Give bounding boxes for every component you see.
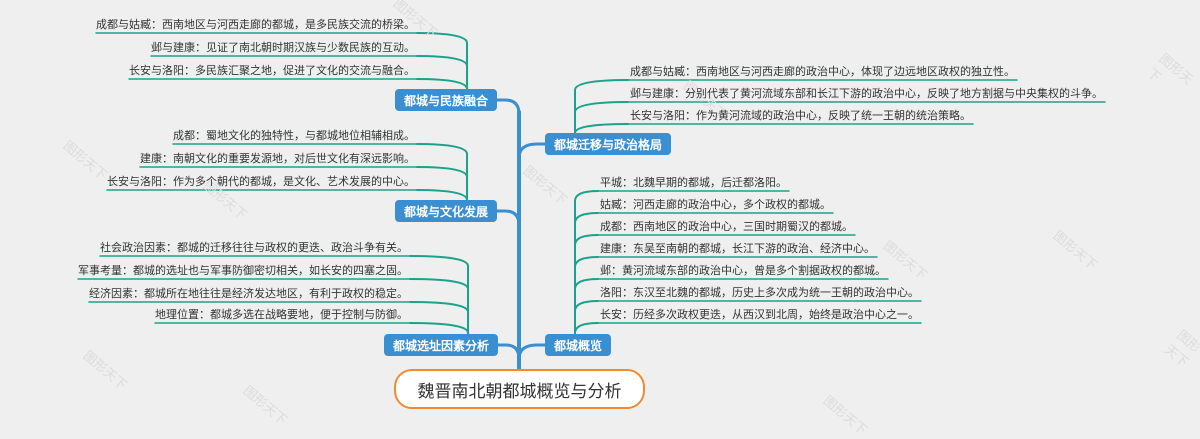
branch-overview[interactable]: 都城概览	[545, 334, 612, 356]
stem-leaf-overview-7	[574, 322, 599, 335]
leaf-culture-2[interactable]: 建康：南朝文化的重要发源地，对后世文化有深远影响。	[140, 152, 415, 165]
root-topic[interactable]: 魏晋南北朝都城概览与分析	[394, 369, 645, 409]
stem-leaf-factor-1	[409, 255, 470, 335]
stem-leaf-factor-2	[409, 278, 470, 335]
stem-leaf-ethnic-1	[416, 32, 469, 90]
leaf-ethnic-1[interactable]: 成都与姑臧：西南地区与河西走廊的都城，是多民族交流的桥梁。	[96, 18, 415, 31]
connector-branch-migration-politics	[517, 142, 547, 160]
stem-leaf-ethnic-3	[416, 78, 469, 90]
leaf-factor-2[interactable]: 军事考量：都城的选址也与军事防御密切相关，如长安的四塞之固。	[78, 264, 408, 277]
stem-leaf-culture-3	[416, 189, 469, 201]
leaf-culture-1[interactable]: 成都：蜀地文化的独特性，与都城地位相辅相成。	[173, 129, 415, 142]
branch-site-factors[interactable]: 都城选址因素分析	[384, 334, 499, 356]
connector-branch-site-factors	[496, 343, 521, 361]
leaf-overview-3[interactable]: 成都：西南地区的政治中心，三国时期蜀汉的都城。	[600, 220, 853, 233]
leaf-overview-2[interactable]: 姑臧：河西走廊的政治中心，多个政权的都城。	[600, 198, 831, 211]
leaf-factor-4[interactable]: 地理位置：都城多选在战略要地，便于控制与防御。	[155, 308, 408, 321]
connector-branch-ethnic-integration	[495, 98, 521, 116]
branch-ethnic-integration[interactable]: 都城与民族融合	[395, 89, 498, 111]
leaf-overview-4[interactable]: 建康：东吴至南朝的都城，长江下游的政治、经济中心。	[600, 242, 875, 255]
leaf-politics-1[interactable]: 成都与姑臧：西南地区与河西走廊的政治中心，体现了边远地区政权的独立性。	[630, 65, 1015, 78]
leaf-ethnic-2[interactable]: 邺与建康：见证了南北朝时期汉族与少数民族的互动。	[151, 41, 415, 54]
stem-leaf-culture-1	[416, 143, 469, 201]
stem-leaf-factor-3	[409, 301, 470, 335]
stem-leaf-politics-2	[574, 101, 629, 134]
leaf-overview-6[interactable]: 洛阳：东汉至北魏的都城，历史上多次成为统一王朝的政治中心。	[600, 286, 919, 299]
leaf-ethnic-3[interactable]: 长安与洛阳：多民族汇聚之地，促进了文化的交流与融合。	[129, 64, 415, 77]
stem-leaf-overview-1	[574, 190, 599, 335]
leaf-factor-1[interactable]: 社会政治因素：都城的迁移往往与政权的更迭、政治斗争有关。	[100, 241, 408, 254]
branch-culture[interactable]: 都城与文化发展	[395, 200, 498, 222]
leaf-culture-3[interactable]: 长安与洛阳：作为多个朝代的都城，是文化、艺术发展的中心。	[107, 175, 415, 188]
stem-leaf-overview-4	[574, 256, 599, 335]
stem-leaf-culture-2	[416, 166, 469, 201]
stem-leaf-overview-3	[574, 234, 599, 335]
branch-migration-politics[interactable]: 都城迁移与政治格局	[545, 133, 672, 155]
stem-leaf-ethnic-2	[416, 55, 469, 90]
stem-leaf-overview-6	[574, 300, 599, 335]
leaf-overview-7[interactable]: 长安：历经多次政权更迭，从西汉到北周，始终是政治中心之一。	[600, 308, 919, 321]
stem-leaf-politics-3	[574, 123, 629, 134]
stem-leaf-overview-2	[574, 212, 599, 335]
leaf-overview-5[interactable]: 邺：黄河流域东部的政治中心，曾是多个割据政权的都城。	[600, 264, 886, 277]
stem-leaf-politics-1	[574, 79, 629, 134]
leaf-overview-1[interactable]: 平城：北魏早期的都城，后迁都洛阳。	[600, 176, 787, 189]
connector-branch-overview	[517, 343, 547, 361]
connector-branch-culture	[495, 209, 521, 227]
stem-leaf-factor-4	[409, 322, 470, 335]
stem-leaf-overview-5	[574, 278, 599, 335]
leaf-politics-2[interactable]: 邺与建康：分别代表了黄河流域东部和长江下游的政治中心，反映了地方割据与中央集权的…	[630, 87, 1103, 100]
leaf-politics-3[interactable]: 长安与洛阳：作为黄河流域的政治中心，反映了统一王朝的统治策略。	[630, 109, 971, 122]
leaf-factor-3[interactable]: 经济因素：都城所在地往往是经济发达地区，有利于政权的稳定。	[89, 287, 408, 300]
